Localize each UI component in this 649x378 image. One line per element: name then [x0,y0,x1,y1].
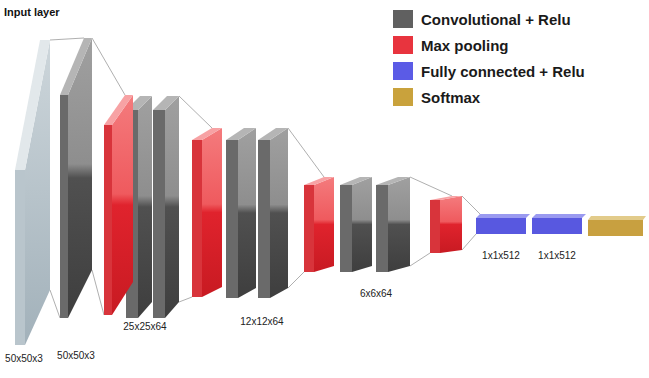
legend-text: Softmax [421,89,480,106]
legend: Convolutional + ReluMax poolingFully con… [393,6,585,110]
dimension-label: 6x6x64 [360,288,392,300]
layer-heading: Input layer [4,6,60,18]
legend-row: Fully connected + Relu [393,58,585,84]
dimension-label: 50x50x3 [57,350,95,362]
legend-swatch [393,36,413,54]
dimension-label: 50x50x3 [5,353,43,365]
legend-swatch [393,62,413,80]
legend-text: Max pooling [421,37,509,54]
dimension-label: 1x1x512 [538,250,576,262]
dimension-label: 25x25x64 [123,321,166,333]
input-slab [15,40,50,345]
dimension-label: 12x12x64 [240,316,283,328]
dimension-label: 1x1x512 [482,250,520,262]
perspective-lines [50,38,480,318]
dense-blocks [476,214,646,236]
pool-blocks [104,95,462,315]
legend-swatch [393,10,413,28]
conv-blocks [60,38,410,318]
legend-row: Softmax [393,84,585,110]
legend-text: Convolutional + Relu [421,11,571,28]
legend-text: Fully connected + Relu [421,63,585,80]
legend-swatch [393,88,413,106]
legend-row: Max pooling [393,32,585,58]
legend-row: Convolutional + Relu [393,6,585,32]
